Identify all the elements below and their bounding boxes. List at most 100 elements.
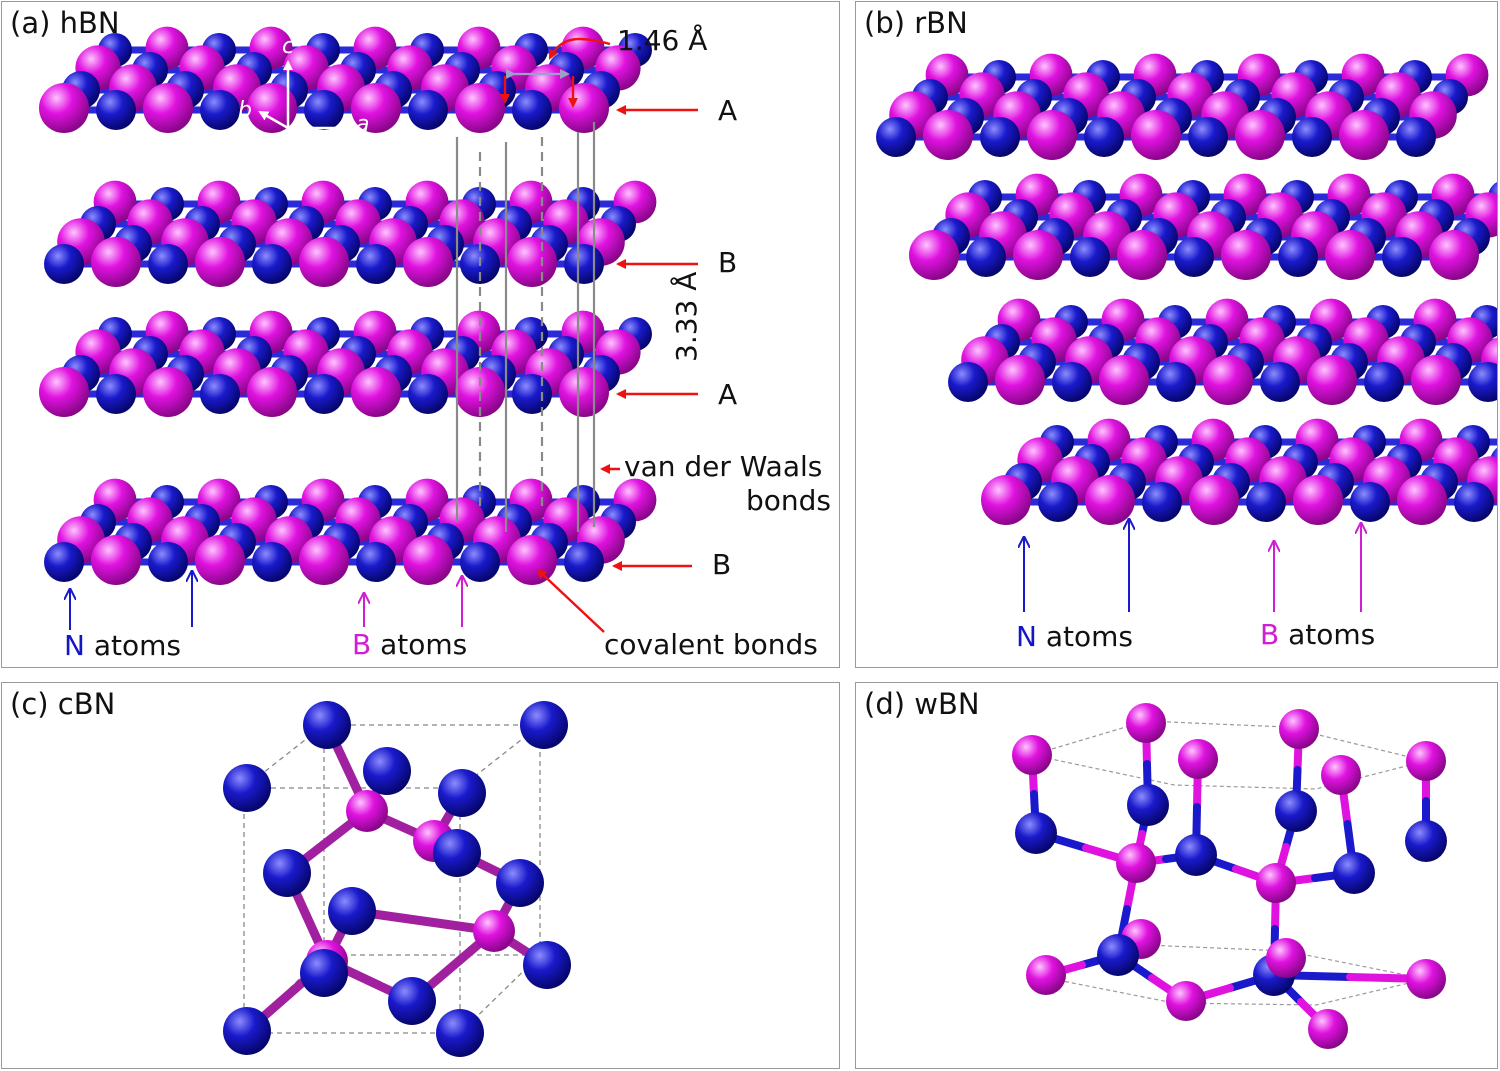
boron-atom (1256, 863, 1296, 903)
boron-atom (1307, 355, 1357, 405)
panel-rbn: (b) rBN N atoms B atoms (855, 1, 1498, 668)
boron-atom (1203, 355, 1253, 405)
boron-atom (39, 83, 89, 133)
nitrogen-atom (304, 90, 344, 130)
boron-atom (1221, 230, 1271, 280)
boron-atom (1325, 230, 1375, 280)
stacking-label-3: A (718, 378, 738, 411)
nitrogen-atom (1246, 482, 1286, 522)
boron-atom (299, 237, 349, 287)
cbn-atoms (223, 701, 571, 1057)
vdw-label-line2: bonds (746, 484, 832, 517)
nitrogen-atom (438, 769, 486, 817)
boron-atom (247, 83, 297, 133)
boron-atom (1126, 703, 1166, 743)
nitrogen-atom (1097, 934, 1139, 976)
nitrogen-atom (523, 941, 571, 989)
boron-atom (299, 535, 349, 585)
b-atoms-label: B atoms (1260, 618, 1375, 651)
boron-atom (346, 790, 388, 832)
nitrogen-atom (1275, 790, 1317, 832)
nitrogen-atom (512, 374, 552, 414)
boron-atom (403, 535, 453, 585)
nitrogen-atom (1260, 362, 1300, 402)
axis-b-label: b (238, 98, 252, 123)
boron-atom (1131, 110, 1181, 160)
nitrogen-atom (1038, 482, 1078, 522)
nitrogen-atom (263, 849, 311, 897)
nitrogen-atom (223, 1007, 271, 1055)
atoms-word: atoms (1288, 618, 1376, 651)
nitrogen-atom (564, 244, 604, 284)
boron-atom (1178, 739, 1218, 779)
boron-atom (1013, 230, 1063, 280)
boron-atom (143, 83, 193, 133)
b-atoms-label: B atoms (352, 628, 467, 661)
atoms-word: atoms (93, 629, 181, 662)
nitrogen-atom (300, 949, 348, 997)
bond-length-label: 1.46 Å (617, 24, 708, 57)
boron-atom (195, 237, 245, 287)
boron-atom (1279, 709, 1319, 749)
nitrogen-atom (388, 977, 436, 1025)
boron-atom (1406, 741, 1446, 781)
boron-atom (1189, 475, 1239, 525)
boron-atom (559, 83, 609, 133)
panel-d-title: (d) wBN (864, 687, 980, 721)
nitrogen-atom (1405, 820, 1447, 862)
nitrogen-atom (96, 374, 136, 414)
axis-a-label: a (356, 112, 370, 137)
covalent-bonds-label: covalent bonds (604, 628, 818, 661)
boron-atom (455, 83, 505, 133)
stacking-label-1: A (718, 94, 738, 127)
boron-atom (1293, 475, 1343, 525)
panel-c-title: (c) cBN (10, 687, 116, 721)
atoms-word: atoms (1045, 620, 1133, 653)
nitrogen-atom (1454, 482, 1494, 522)
nitrogen-atom (408, 374, 448, 414)
boron-atom (351, 367, 401, 417)
panel-cbn: (c) cBN (1, 682, 840, 1069)
nitrogen-atom (1364, 362, 1404, 402)
hbn-layers (39, 26, 657, 585)
panel-a-title: (a) hBN (10, 6, 120, 40)
boron-atom (1099, 355, 1149, 405)
nitrogen-atom (1278, 237, 1318, 277)
panel-wbn: (d) wBN (855, 682, 1498, 1069)
boron-atom (1411, 355, 1461, 405)
nitrogen-atom (1052, 362, 1092, 402)
nitrogen-atom (1127, 784, 1169, 826)
nitrogen-atom (304, 374, 344, 414)
nitrogen-atom (1015, 812, 1057, 854)
boron-atom (143, 367, 193, 417)
rbn-structure (876, 53, 1497, 612)
panel-b-title: (b) rBN (864, 6, 968, 40)
nitrogen-atom (1070, 237, 1110, 277)
nitrogen-atom (1468, 362, 1497, 402)
boron-atom (1339, 110, 1389, 160)
boron-atom (91, 237, 141, 287)
nitrogen-atom (1188, 117, 1228, 157)
boron-atom (1321, 755, 1361, 795)
boron-atom (1397, 475, 1447, 525)
boron-atom (507, 535, 557, 585)
nitrogen-atom (1350, 482, 1390, 522)
boron-atom (1429, 230, 1479, 280)
n-atoms-label: N atoms (1016, 620, 1133, 653)
hbn-structure (39, 26, 698, 633)
boron-atom (559, 367, 609, 417)
boron-atom (39, 367, 89, 417)
wbn-structure (1012, 703, 1447, 1049)
boron-atom (1116, 843, 1156, 883)
vdw-label-line1: van der Waals (624, 450, 823, 483)
boron-atom (403, 237, 453, 287)
nitrogen-atom (1292, 117, 1332, 157)
boron-atom (1308, 1009, 1348, 1049)
nitrogen-atom (876, 117, 916, 157)
wbn-atoms (1012, 703, 1447, 1049)
boron-atom (923, 110, 973, 160)
red-arrows (500, 37, 698, 633)
boron-atom (1166, 981, 1206, 1021)
atom-pointer-arrows (70, 572, 462, 630)
nitrogen-atom (966, 237, 1006, 277)
